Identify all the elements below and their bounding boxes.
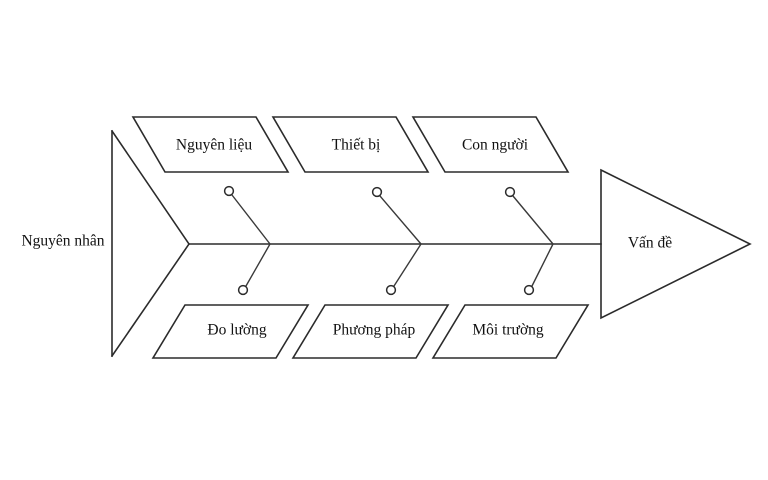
bone-node-bottom-1: [237, 284, 249, 296]
bone-node-bottom-2: [385, 284, 397, 296]
category-box-bottom-2[interactable]: [291, 304, 450, 359]
cause-label: Nguyên nhân: [21, 233, 104, 250]
bone-node-bottom-3: [523, 284, 535, 296]
category-label-bottom-2: Phương pháp: [333, 322, 416, 339]
bone-node-top-3: [504, 186, 516, 198]
bone-node-top-2: [371, 186, 383, 198]
cause-bracket-lower-arm: [110, 242, 191, 358]
category-box-top-3[interactable]: [411, 116, 570, 173]
category-label-bottom-1: Đo lường: [207, 322, 266, 339]
effect-triangle[interactable]: [600, 168, 752, 320]
cause-bracket-upper-arm: [110, 129, 191, 246]
category-label-bottom-3: Môi trường: [472, 322, 544, 339]
category-label-top-3: Con người: [462, 137, 529, 154]
bone-connector-top-1: [231, 194, 271, 245]
bone-connector-bottom-2: [393, 243, 422, 287]
category-label-top-1: Nguyên liệu: [176, 137, 252, 154]
bone-connector-bottom-3: [531, 243, 554, 287]
effect-label: Vấn đề: [628, 235, 672, 252]
bone-connector-top-2: [379, 195, 422, 245]
category-label-top-2: Thiết bị: [332, 137, 381, 154]
bone-node-top-1: [223, 185, 235, 197]
category-box-bottom-1[interactable]: [151, 304, 310, 359]
bone-connector-bottom-1: [245, 243, 271, 287]
category-box-top-1[interactable]: [131, 116, 290, 173]
category-box-top-2[interactable]: [271, 116, 430, 173]
category-box-bottom-3[interactable]: [431, 304, 590, 359]
bone-connector-top-3: [512, 195, 554, 245]
